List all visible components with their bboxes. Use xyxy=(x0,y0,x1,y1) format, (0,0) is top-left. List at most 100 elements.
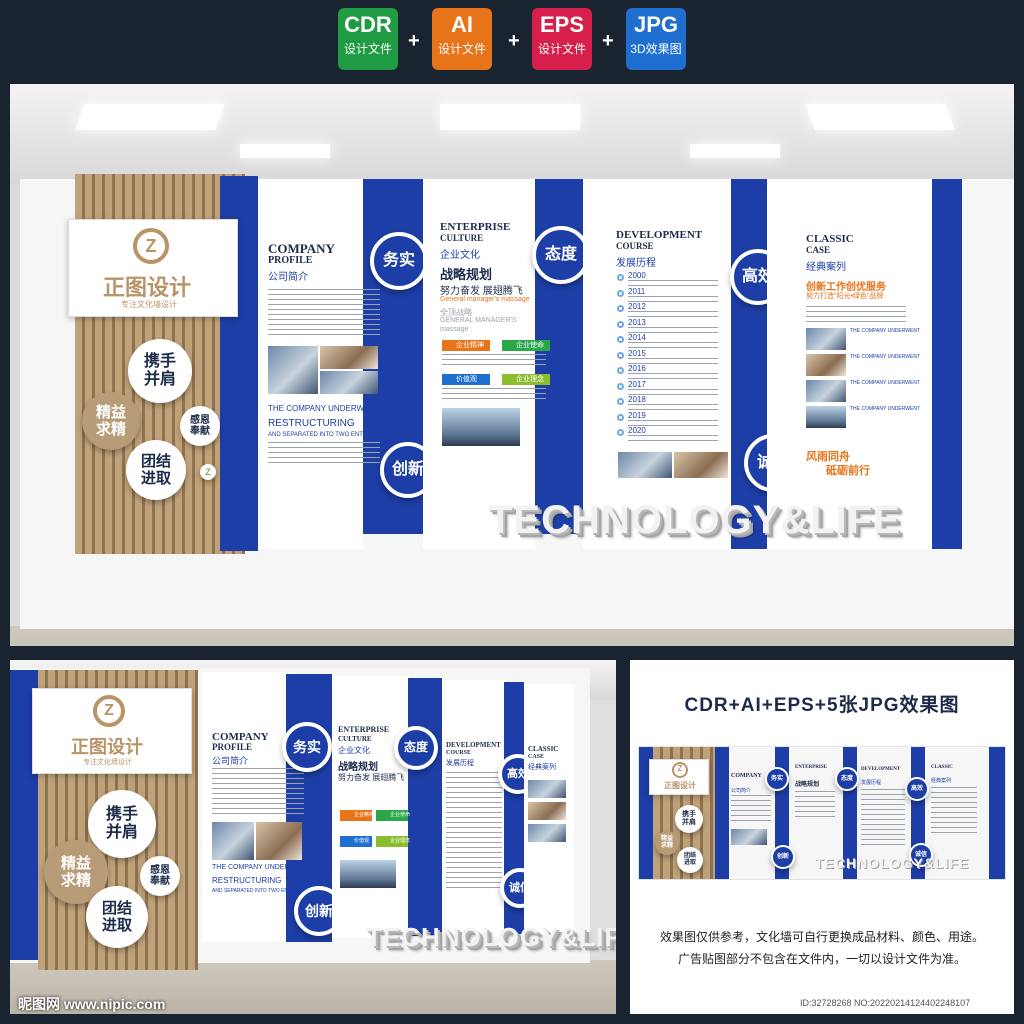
pillar-efficiency: 高效 xyxy=(905,777,929,801)
timeline-dot xyxy=(617,429,624,436)
timeline-text xyxy=(861,789,905,845)
company-title-en2: PROFILE xyxy=(212,742,253,752)
culture-headline: 战略规划 xyxy=(338,762,378,773)
timeline-text xyxy=(628,373,718,379)
timeline-year: 2013 xyxy=(628,317,646,327)
company-title-cn: 公司简介 xyxy=(268,272,308,283)
timeline-dot xyxy=(617,336,624,343)
badge-jpg-label: JPG xyxy=(633,12,679,37)
company-caption-1: THE COMPANY UNDERWENT xyxy=(212,864,311,871)
badge-jpg: JPG 3D效果图 xyxy=(626,8,686,70)
pillar-attitude: 态度 xyxy=(532,226,590,284)
timeline-text xyxy=(628,435,718,441)
info-panel: CDR+AI+EPS+5张JPG效果图 Z 正图设计 携手 并肩 精益 求精 团… xyxy=(630,660,1014,1014)
company-caption-2: RESTRUCTURING xyxy=(212,876,282,885)
culture-photo xyxy=(442,408,520,446)
case-motto-2: 砥砺前行 xyxy=(826,465,870,477)
watermark-site: 昵图网 www.nipic.com xyxy=(18,996,166,1012)
timeline-text xyxy=(628,388,718,395)
timeline-year: 2017 xyxy=(628,379,646,389)
culture-photo xyxy=(340,860,396,888)
format-badges: CDR 设计文件 + AI 设计文件 + EPS 设计文件 + JPG 3D效果… xyxy=(0,8,1024,72)
development-title-en2: COURSE xyxy=(446,750,472,756)
case-photo xyxy=(806,380,846,402)
case-item-label: THE COMPANY UNDERWENT xyxy=(850,354,921,360)
main-render: Z 正图设计 专注文化墙设计 携手 并肩 精益 求精 感恩 奉献 团结 进取 Z… xyxy=(10,84,1014,646)
pillar-pragmatic: 务实 xyxy=(370,232,428,290)
ceiling-light xyxy=(440,104,580,130)
blue-stripe xyxy=(408,678,442,936)
ceiling-light xyxy=(240,144,330,158)
company-title-en1: COMPANY xyxy=(731,773,762,779)
company-paragraph xyxy=(731,795,771,825)
culture-title-cn: 企业文化 xyxy=(440,250,480,261)
case-photo xyxy=(806,354,846,376)
company-photo xyxy=(256,822,302,860)
company-title-en2: PROFILE xyxy=(268,255,313,266)
development-title-en1: DEVELOPMENT xyxy=(446,741,501,749)
timeline-year: 2016 xyxy=(628,364,646,373)
case-motto-1: 风雨同舟 xyxy=(806,451,850,463)
timeline-dot xyxy=(617,289,624,297)
culture-tag-spirit: 企业精神 xyxy=(442,340,490,351)
development-photo xyxy=(618,452,672,478)
development-title-cn: 发展历程 xyxy=(861,780,882,786)
case-title-cn: 经典案列 xyxy=(528,764,556,771)
culture-strategy-en2: massage xyxy=(440,326,469,333)
culture-tag-mission: 企业使命 xyxy=(502,340,550,351)
case-title-en1: CLASSIC xyxy=(806,233,854,245)
timeline-text xyxy=(628,280,718,286)
development-title-en1: DEVELOPMENT xyxy=(861,767,901,772)
culture-slogan: 努力奋发 展翅腾飞 xyxy=(440,286,523,297)
case-panel xyxy=(767,179,932,549)
company-photo xyxy=(268,346,318,394)
pillar-pragmatic: 务实 xyxy=(282,722,332,772)
blue-stripe xyxy=(731,179,767,549)
culture-strategy-cn: 全顶战略 xyxy=(440,308,472,317)
badge-ai-label: AI xyxy=(451,12,473,37)
floor xyxy=(10,626,1014,646)
culture-slogan: 努力奋发 展翅腾飞 xyxy=(338,773,405,782)
case-title-en1: CLASSIC xyxy=(931,765,953,770)
culture-headline: 战略规划 xyxy=(440,267,493,282)
timeline-dot xyxy=(617,320,624,328)
case-title-en2: CASE xyxy=(528,754,545,760)
ceiling xyxy=(10,84,1014,184)
logo-board: Z 正图设计 专注文化墙设计 xyxy=(32,688,192,774)
badge-jpg-sub: 3D效果图 xyxy=(630,42,682,56)
culture-tag-values: 价值观 xyxy=(340,836,372,847)
culture-tag-spirit: 企业精神 xyxy=(340,810,374,821)
value-circle-hand-in-hand: 携手 并肩 xyxy=(88,790,156,858)
case-title-cn: 经典案列 xyxy=(806,262,846,273)
timeline-year: 2014 xyxy=(628,333,646,342)
timeline-dot xyxy=(617,413,624,421)
value-circle-excellence: 精益 求精 xyxy=(655,831,679,855)
panel-note-1: 效果图仅供参考，文化墙可自行更换成品材料、颜色、用途。 xyxy=(659,930,984,944)
case-subline: 努力打造"阳光•绿色"品牌 xyxy=(806,293,884,300)
logo-board: Z 正图设计 xyxy=(649,759,709,795)
culture-title-en1: ENTERPRISE xyxy=(440,221,511,233)
technology-life-3d-text: TECHNOLOGY&LIFE xyxy=(488,498,901,542)
company-title-en1: COMPANY xyxy=(212,731,269,743)
culture-paragraph xyxy=(442,354,546,368)
company-paragraph xyxy=(212,768,304,818)
badge-cdr-label: CDR xyxy=(344,12,392,37)
company-paragraph xyxy=(268,289,380,339)
value-circle-unity: 团结 进取 xyxy=(86,886,148,948)
blue-stripe xyxy=(989,747,1005,879)
company-caption-3: AND SEPARATED INTO TWO ENTITIES. xyxy=(268,432,380,438)
logo-mark: Z xyxy=(672,762,688,778)
case-title-en2: CASE xyxy=(806,245,831,255)
case-item-label: THE COMPANY UNDERWENT xyxy=(850,380,921,386)
value-circle-excellence: 精益 求精 xyxy=(82,392,140,450)
case-headline: 创新工作创优服务 xyxy=(806,282,886,293)
logo-name: 正图设计 xyxy=(71,737,143,757)
development-title-en2: COURSE xyxy=(616,241,654,251)
timeline-dot xyxy=(617,274,624,281)
panel-note-2: 广告贴图部分不包含在文件内，一切以设计文件为准。 xyxy=(677,952,966,966)
pillar-attitude: 态度 xyxy=(835,767,859,791)
panel-title: CDR+AI+EPS+5张JPG效果图 xyxy=(684,695,960,716)
timeline-dot xyxy=(617,382,624,390)
case-photo xyxy=(806,406,846,428)
company-caption-2: RESTRUCTURING xyxy=(268,418,355,429)
